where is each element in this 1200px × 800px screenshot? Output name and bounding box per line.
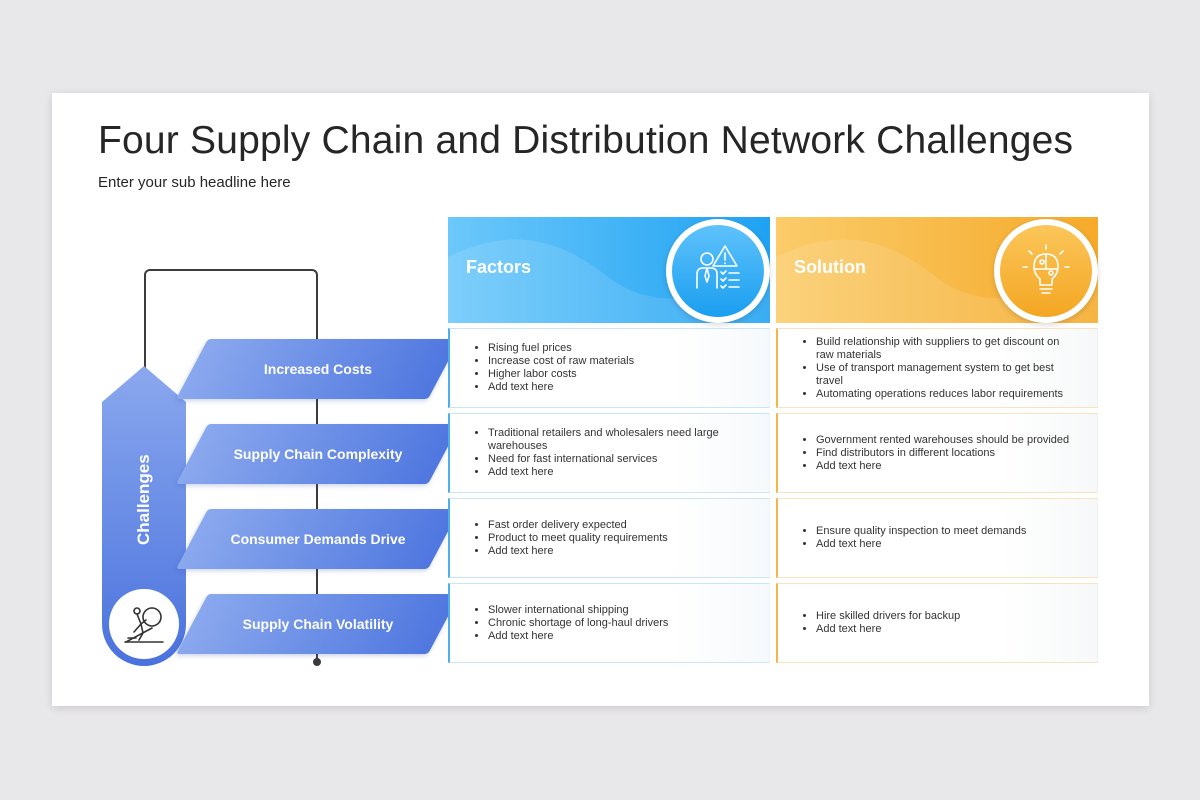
solution-icon-circle [994,219,1098,323]
factor-list: Slower international shippingChronic sho… [450,604,686,643]
factor-list: Fast order delivery expectedProduct to m… [450,519,686,558]
page-title: Four Supply Chain and Distribution Netwo… [98,119,1074,162]
bullet-item: Need for fast international services [488,453,751,466]
factors-title: Factors [466,257,532,277]
connector-line [144,269,318,389]
solution-cell: Build relationship with suppliers to get… [776,328,1098,408]
bullet-item: Build relationship with suppliers to get… [816,336,1079,362]
bullet-item: Product to meet quality requirements [488,532,668,545]
factor-list: Traditional retailers and wholesalers ne… [450,427,769,479]
solution-title: Solution [794,257,866,277]
bullet-item: Rising fuel prices [488,342,634,355]
bullet-item: Use of transport management system to ge… [816,362,1079,388]
solution-cell: Ensure quality inspection to meet demand… [776,498,1098,578]
businessman-warning-checklist-icon [696,245,740,289]
challenges-badge [109,589,179,659]
factor-list: Rising fuel pricesIncrease cost of raw m… [450,342,652,394]
person-pushing-boulder-icon [124,607,164,643]
solution-list: Government rented warehouses should be p… [778,434,1087,473]
slide: Four Supply Chain and Distribution Netwo… [52,93,1149,706]
factor-cell: Slower international shippingChronic sho… [448,583,770,663]
bullet-item: Add text here [488,630,668,643]
solution-list: Build relationship with suppliers to get… [778,336,1097,401]
factor-cell: Fast order delivery expectedProduct to m… [448,498,770,578]
factors-icon-circle [666,219,770,323]
factor-cell: Traditional retailers and wholesalers ne… [448,413,770,493]
solution-list: Ensure quality inspection to meet demand… [778,525,1044,551]
bullet-item: Increase cost of raw materials [488,355,634,368]
challenge-label: Supply Chain Volatility [242,616,394,632]
bullet-item: Find distributors in different locations [816,447,1069,460]
bullet-item: Automating operations reduces labor requ… [816,388,1079,401]
bullet-item: Government rented warehouses should be p… [816,434,1069,447]
line-end-dot [313,658,321,666]
bullet-item: Higher labor costs [488,368,634,381]
bullet-item: Add text here [816,538,1026,551]
factors-header: Factors [448,217,770,323]
bullet-item: Add text here [488,466,751,479]
lightbulb-puzzle-icon [1022,244,1070,294]
challenge-row: Supply Chain Complexity [176,424,460,484]
challenges-arrow [102,366,186,666]
solution-header: Solution [776,217,1098,323]
solution-list: Hire skilled drivers for backupAdd text … [778,610,978,636]
bullet-item: Chronic shortage of long-haul drivers [488,617,668,630]
challenge-label: Supply Chain Complexity [233,446,403,462]
challenge-row: Supply Chain Volatility [176,594,460,654]
bullet-item: Add text here [816,623,960,636]
challenge-label: Increased Costs [263,361,373,377]
bullet-item: Slower international shipping [488,604,668,617]
bullet-item: Ensure quality inspection to meet demand… [816,525,1026,538]
bullet-item: Fast order delivery expected [488,519,668,532]
bullet-item: Add text here [816,460,1069,473]
page-subtitle: Enter your sub headline here [98,174,291,191]
challenge-row: Increased Costs [176,339,460,399]
bullet-item: Traditional retailers and wholesalers ne… [488,427,751,453]
challenge-row: Consumer Demands Drive [176,509,460,569]
bullet-item: Add text here [488,381,634,394]
factor-cell: Rising fuel pricesIncrease cost of raw m… [448,328,770,408]
bullet-item: Add text here [488,545,668,558]
challenge-label: Consumer Demands Drive [230,531,406,547]
solution-cell: Government rented warehouses should be p… [776,413,1098,493]
solution-cell: Hire skilled drivers for backupAdd text … [776,583,1098,663]
challenges-label: Challenges [134,454,153,545]
bullet-item: Hire skilled drivers for backup [816,610,960,623]
